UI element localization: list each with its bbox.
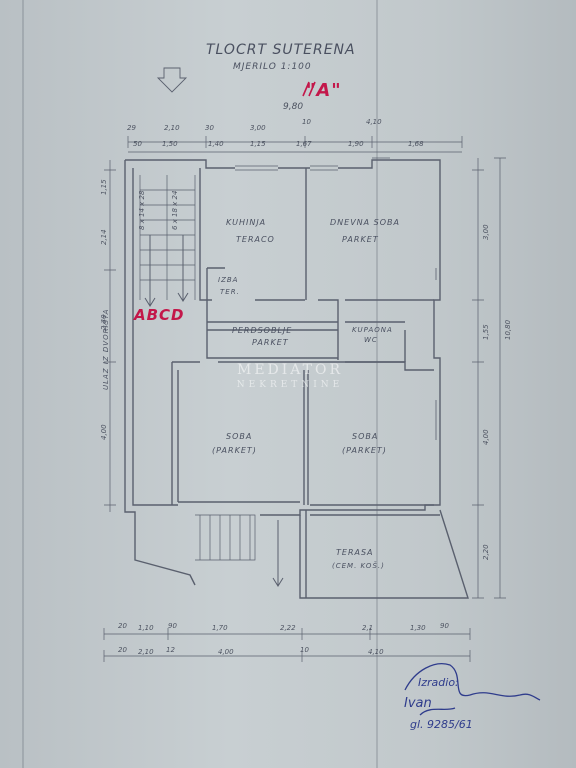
dim-top1-5: 4,10 <box>366 118 382 126</box>
dim-bot1-6: 1,30 <box>410 624 426 632</box>
dim-top2-6: 1,68 <box>408 140 424 148</box>
dim-top2-0: 50 <box>133 140 142 148</box>
room-living-floor: PARKET <box>342 235 379 244</box>
room-hall-name: PERDSOBLJE <box>232 326 293 335</box>
dim-bot2-1: 2,10 <box>138 648 154 656</box>
dim-top2-1: 1,50 <box>162 140 178 148</box>
dim-bot1-0: 20 <box>118 622 127 630</box>
signature-scribble <box>404 663 541 716</box>
paper-fold <box>376 0 378 768</box>
dim-top-total: 9,80 <box>283 102 304 112</box>
dim-bot1-1: 1,10 <box>138 624 154 632</box>
dim-left-3: 4,00 <box>100 424 108 440</box>
watermark-line1: MEDIATOR <box>236 362 343 378</box>
outer-wall <box>125 159 441 516</box>
dim-right-total: 10,80 <box>504 319 512 340</box>
dim-left-2: 2,40 <box>100 314 108 330</box>
watermark-line2: NEKRETNINE <box>236 380 344 390</box>
dim-bot1-5: 2,1 <box>362 624 374 632</box>
stamp-abcd: ABCD <box>134 306 185 324</box>
terrace-floor: (CEM. KOŠ.) <box>332 562 385 570</box>
signature-line1: Izradio: <box>418 676 459 689</box>
room-living-name: DNEVNA SOBA <box>330 218 401 227</box>
dim-left-0: 1,15 <box>100 179 108 195</box>
signature-line3: gl. 9285/61 <box>410 718 473 731</box>
room-storage-name: IZBA <box>218 276 239 284</box>
room-bath-name: KUPAONA <box>352 326 393 334</box>
dim-right-3: 2,20 <box>482 544 490 560</box>
room2-name: SOBA <box>352 432 379 441</box>
dim-right-2: 4,00 <box>482 429 490 445</box>
dim-top2-4: 1,67 <box>296 140 312 148</box>
dim-bot1-2: 90 <box>168 622 177 630</box>
dim-bot2-5: 4,10 <box>368 648 384 656</box>
dim-right-1: 1,55 <box>482 324 490 340</box>
unit-label: "A" <box>306 80 342 101</box>
dim-left-1: 2,14 <box>100 229 108 245</box>
dim-bot2-3: 4,00 <box>218 648 234 656</box>
room-kitchen-floor: TERACO <box>236 235 275 244</box>
stair <box>139 175 196 300</box>
room1-floor: (PARKET) <box>212 446 257 455</box>
plan-title: TLOCRT SUTERENA <box>206 42 356 58</box>
dim-top1-0: 29 <box>127 124 136 132</box>
dim-bot1-3: 1,70 <box>212 624 228 632</box>
inner-wall <box>199 168 434 360</box>
stair-steps-1: 8 x 14 x 28 <box>138 190 146 230</box>
dim-bot2-4: 10 <box>300 646 309 654</box>
terrace-name: TERASA <box>336 548 374 557</box>
room-storage-floor: TER. <box>220 288 240 296</box>
room-kitchen-name: KUHINJA <box>226 218 267 227</box>
room1-name: SOBA <box>226 432 253 441</box>
dim-top2-5: 1,90 <box>348 140 364 148</box>
stair-steps-2: 6 x 18 x 24 <box>171 190 179 230</box>
dim-bot2-0: 20 <box>118 646 127 654</box>
dim-top1-2: 30 <box>205 124 214 132</box>
room-bath-floor: WC <box>364 336 378 344</box>
plan-scale: MJERILO 1:100 <box>233 62 312 72</box>
dim-top1-1: 2,10 <box>164 124 180 132</box>
dim-bot2-2: 12 <box>166 646 175 654</box>
dim-top2-2: 1,40 <box>208 140 224 148</box>
dim-top1-3: 3,00 <box>250 124 266 132</box>
paper-edge <box>22 0 24 768</box>
watermark: MEDIATOR NEKRETNINE <box>196 362 384 390</box>
dim-right-0: 3,00 <box>482 224 490 240</box>
signature-line2: Ivan <box>404 696 432 711</box>
dim-top1-4: 10 <box>302 118 311 126</box>
dim-top2-3: 1,15 <box>250 140 266 148</box>
room2-floor: (PARKET) <box>342 446 387 455</box>
dim-bot1-7: 90 <box>440 622 449 630</box>
room-hall-floor: PARKET <box>252 338 289 347</box>
dim-bot1-4: 2,22 <box>280 624 296 632</box>
